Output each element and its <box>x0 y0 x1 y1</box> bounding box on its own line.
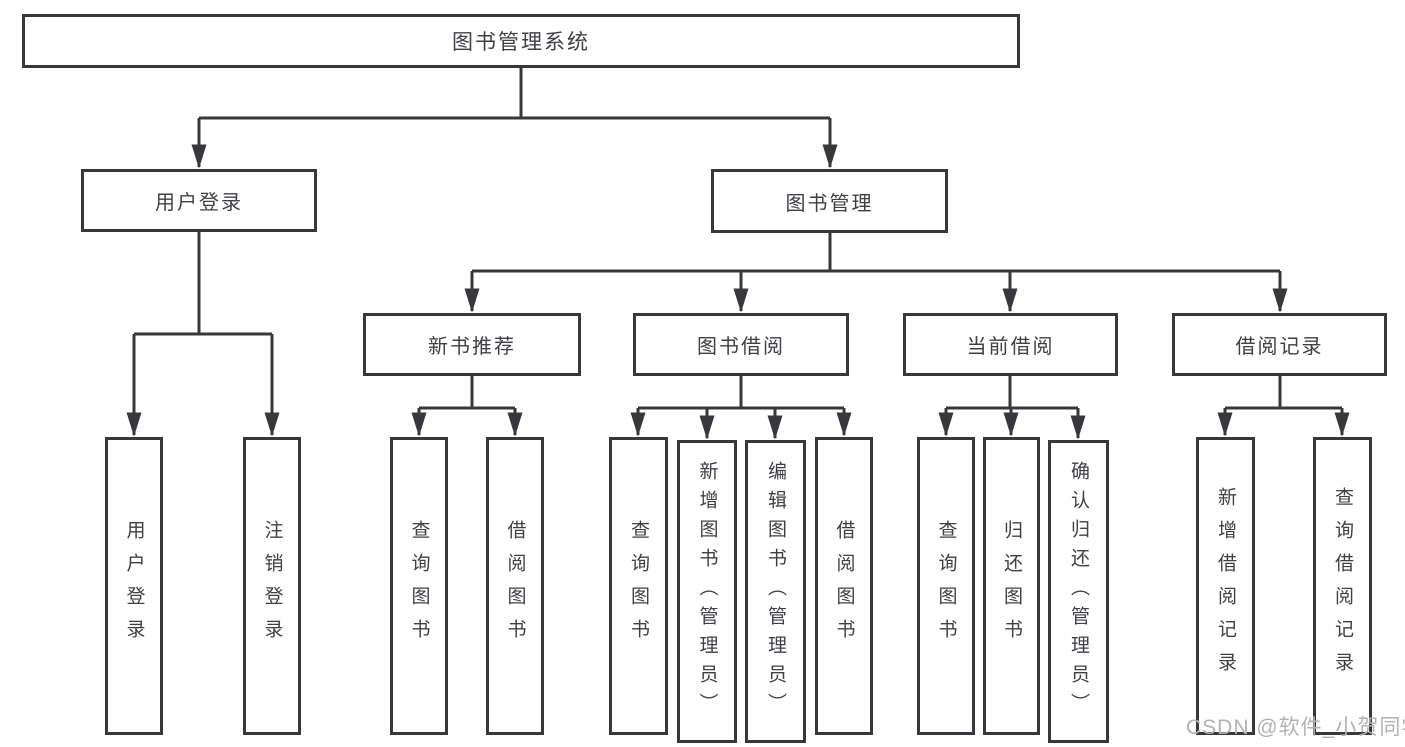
leaf-query-borrow-record: 查询借阅记录 <box>1313 437 1372 735</box>
leaf-add-books-admin: 新增图书（管理员） <box>677 440 737 743</box>
leaf-confirm-return-admin: 确认归还（管理员） <box>1048 440 1109 743</box>
node-user-login: 用户登录 <box>81 169 317 232</box>
node-new-book-recommend: 新书推荐 <box>363 313 581 376</box>
leaf-logout: 注销登录 <box>243 437 301 735</box>
node-book-borrowing: 图书借阅 <box>633 313 849 376</box>
csdn-watermark: CSDN @软件_小贺同学 <box>1186 716 1405 739</box>
leaf-return-books: 归还图书 <box>983 437 1040 735</box>
leaf-user-login: 用户登录 <box>105 437 163 735</box>
leaf-borrow-books-recommend: 借阅图书 <box>486 437 544 735</box>
leaf-query-books-borrowing: 查询图书 <box>609 437 668 735</box>
leaf-query-books-recommend: 查询图书 <box>390 437 448 735</box>
leaf-query-books-current: 查询图书 <box>917 437 975 735</box>
leaf-add-borrow-record: 新增借阅记录 <box>1196 437 1255 735</box>
leaf-borrow-books: 借阅图书 <box>815 437 873 735</box>
node-current-borrowing: 当前借阅 <box>903 313 1118 376</box>
node-borrowing-records: 借阅记录 <box>1172 313 1387 376</box>
leaf-edit-books-admin: 编辑图书（管理员） <box>745 440 806 743</box>
node-library-management-system: 图书管理系统 <box>22 14 1020 68</box>
node-book-management: 图书管理 <box>711 169 948 233</box>
